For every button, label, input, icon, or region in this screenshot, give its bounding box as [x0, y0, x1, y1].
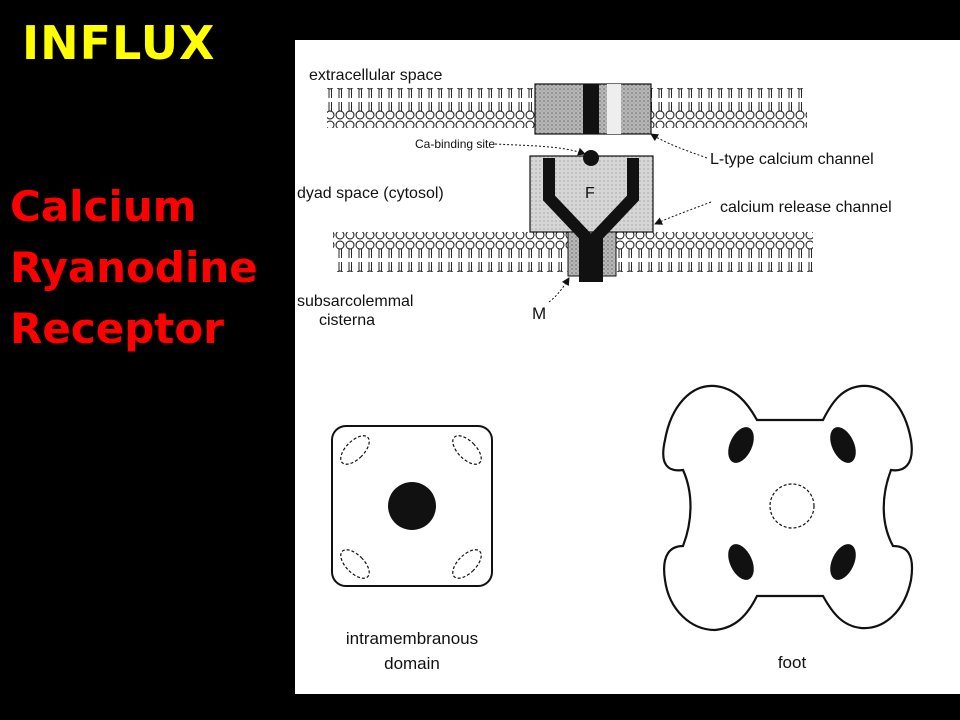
label-l-type-calcium-channel: L-type calcium channel	[710, 151, 874, 168]
label-intramembranous: intramembranous	[346, 629, 478, 648]
intramembranous-domain-shape	[331, 425, 493, 587]
calcium-release-channel-shape	[529, 150, 654, 282]
label-ca-binding-site: Ca-binding site	[415, 137, 495, 151]
label-dyad-space: dyad space (cytosol)	[297, 185, 444, 202]
label-subsarcolemmal: subsarcolemmal	[297, 293, 413, 310]
label-cisterna: cisterna	[319, 312, 375, 329]
leader-arrows	[494, 133, 712, 303]
label-foot: foot	[778, 653, 807, 672]
subject-list: Calcium Ryanodine Receptor	[10, 176, 258, 359]
l-type-channel-shape	[534, 83, 652, 135]
label-foot-region-letter: F	[585, 185, 595, 202]
foot-shape	[662, 384, 914, 632]
subject-calcium: Calcium	[10, 182, 197, 231]
figure-panel: extracellular space Ca-binding site L-ty…	[295, 40, 960, 694]
subject-receptor: Receptor	[10, 304, 224, 353]
label-domain: domain	[384, 654, 440, 673]
subject-ryanodine: Ryanodine	[10, 243, 258, 292]
slide-title: INFLUX	[22, 16, 216, 70]
label-extracellular-space: extracellular space	[309, 67, 443, 84]
label-calcium-release-channel: calcium release channel	[720, 199, 892, 216]
label-membrane-region-letter: M	[532, 304, 546, 323]
ryanodine-receptor-diagram: extracellular space Ca-binding site L-ty…	[297, 67, 914, 673]
